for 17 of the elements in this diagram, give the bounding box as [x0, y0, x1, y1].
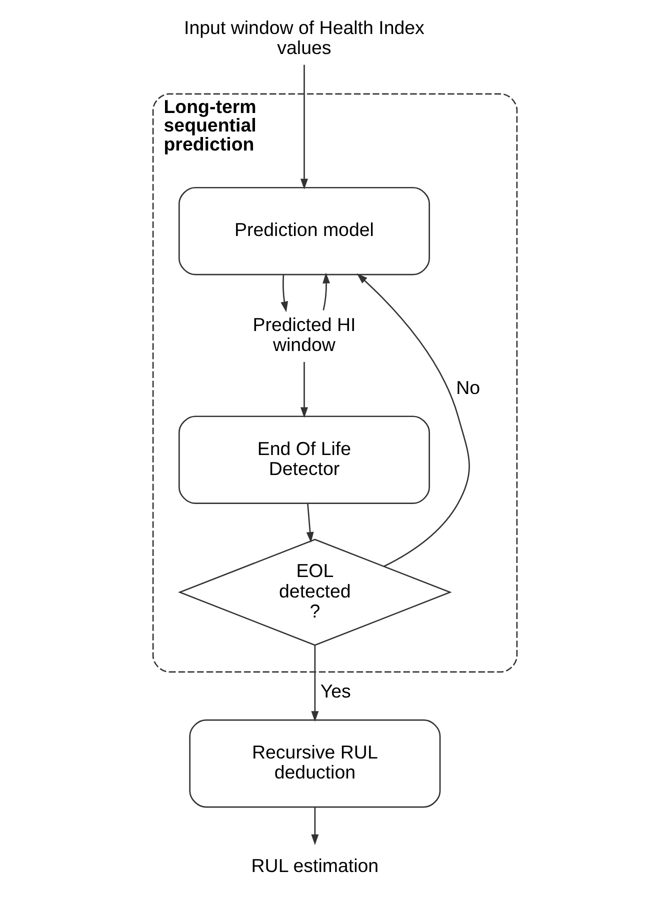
node-text: Predicted HI window — [252, 314, 356, 356]
arrow — [310, 646, 318, 722]
node-text: RUL estimation — [250, 855, 378, 876]
node-box: Prediction model — [178, 186, 430, 276]
node-box: Recursive RUL deduction — [188, 719, 440, 808]
node-box: End Of Life Detector — [178, 416, 430, 504]
arrow — [356, 273, 470, 567]
edge-label: No — [456, 376, 480, 398]
arrow — [310, 807, 318, 846]
node-diamond: EOL detected ? — [177, 538, 452, 646]
arrow — [280, 274, 288, 312]
arrow — [306, 504, 314, 543]
arrow — [322, 272, 330, 310]
edge-label: Yes — [320, 680, 350, 702]
node-text: Input window of Health Index values — [184, 17, 424, 58]
arrow — [300, 64, 308, 190]
arrow — [300, 362, 308, 418]
